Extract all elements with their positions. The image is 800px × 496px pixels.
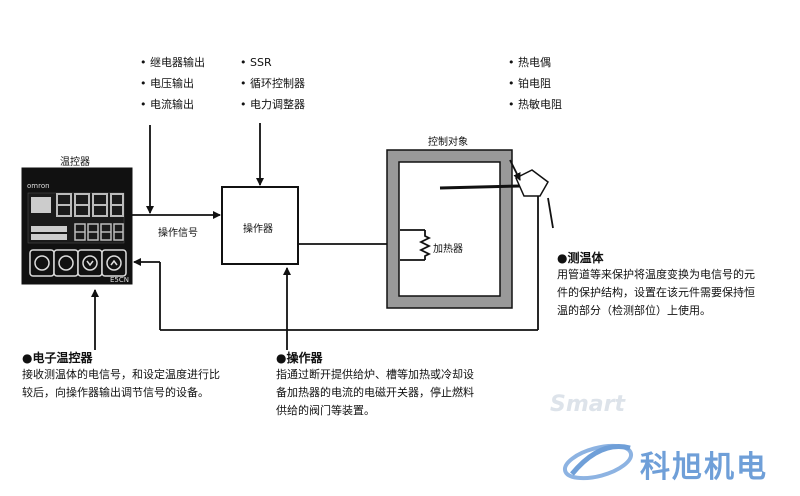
controlled-object-label: 控制对象 xyxy=(428,137,468,148)
operator-heading: ●操作器 xyxy=(276,351,323,365)
operator-type-item: • 电力调整器 xyxy=(240,98,305,111)
controller-text-line: 较后，向操作器输出调节信号的设备。 xyxy=(22,386,209,399)
sensor-type-item: • 铂电阻 xyxy=(508,77,551,90)
sensor-type-item: • 热电偶 xyxy=(508,56,551,69)
temperature-controller-device xyxy=(21,167,133,285)
output-types-list: • 继电器输出 • 电压输出 • 电流输出 xyxy=(140,52,205,115)
operator-text-line: 供给的阀门等装置。 xyxy=(276,404,375,417)
watermark-brand: 科旭机电 xyxy=(640,450,768,485)
sensor-types-list: • 热电偶 • 铂电阻 • 热敏电阻 xyxy=(508,52,562,115)
output-type-item: • 电压输出 xyxy=(140,77,194,90)
controller-brand: omron xyxy=(27,182,50,190)
operator-text-line: 备加热器的电流的电磁开关器，停止燃料 xyxy=(276,386,474,399)
operation-signal-label: 操作信号 xyxy=(158,228,198,239)
sensor-description: ●测温体 用管道等来保护将温度变换为电信号的元 件的保护结构，设置在该元件需要保… xyxy=(557,250,755,320)
output-type-item: • 继电器输出 xyxy=(140,56,205,69)
controller-model: E5CN xyxy=(110,276,130,284)
sensor-heading: ●测温体 xyxy=(557,251,604,265)
operator-text-line: 指通过断开提供给炉、槽等加热或冷却设 xyxy=(276,368,474,381)
background-mark: Smart xyxy=(550,392,625,417)
operator-types-list: • SSR • 循环控制器 • 电力调整器 xyxy=(240,52,305,115)
operator-type-item: • SSR xyxy=(240,56,272,69)
operator-description: ●操作器 指通过断开提供给炉、槽等加热或冷却设 备加热器的电流的电磁开关器，停止… xyxy=(276,350,474,420)
sensor-text-line: 用管道等来保护将温度变换为电信号的元 xyxy=(557,268,755,281)
sensor-type-item: • 热敏电阻 xyxy=(508,98,562,111)
operator-type-item: • 循环控制器 xyxy=(240,77,305,90)
operator-box-label: 操作器 xyxy=(243,224,273,235)
sensor-text-line: 温的部分（检测部位）上使用。 xyxy=(557,304,711,317)
heater-label: 加热器 xyxy=(433,244,463,255)
output-type-item: • 电流输出 xyxy=(140,98,194,111)
controller-heading: ●电子温控器 xyxy=(22,351,93,365)
controller-description: ●电子温控器 接收测温体的电信号，和设定温度进行比 较后，向操作器输出调节信号的… xyxy=(22,350,220,402)
controller-text-line: 接收测温体的电信号，和设定温度进行比 xyxy=(22,368,220,381)
controller-title: 温控器 xyxy=(60,157,90,168)
sensor-text-line: 件的保护结构，设置在该元件需要保持恒 xyxy=(557,286,755,299)
